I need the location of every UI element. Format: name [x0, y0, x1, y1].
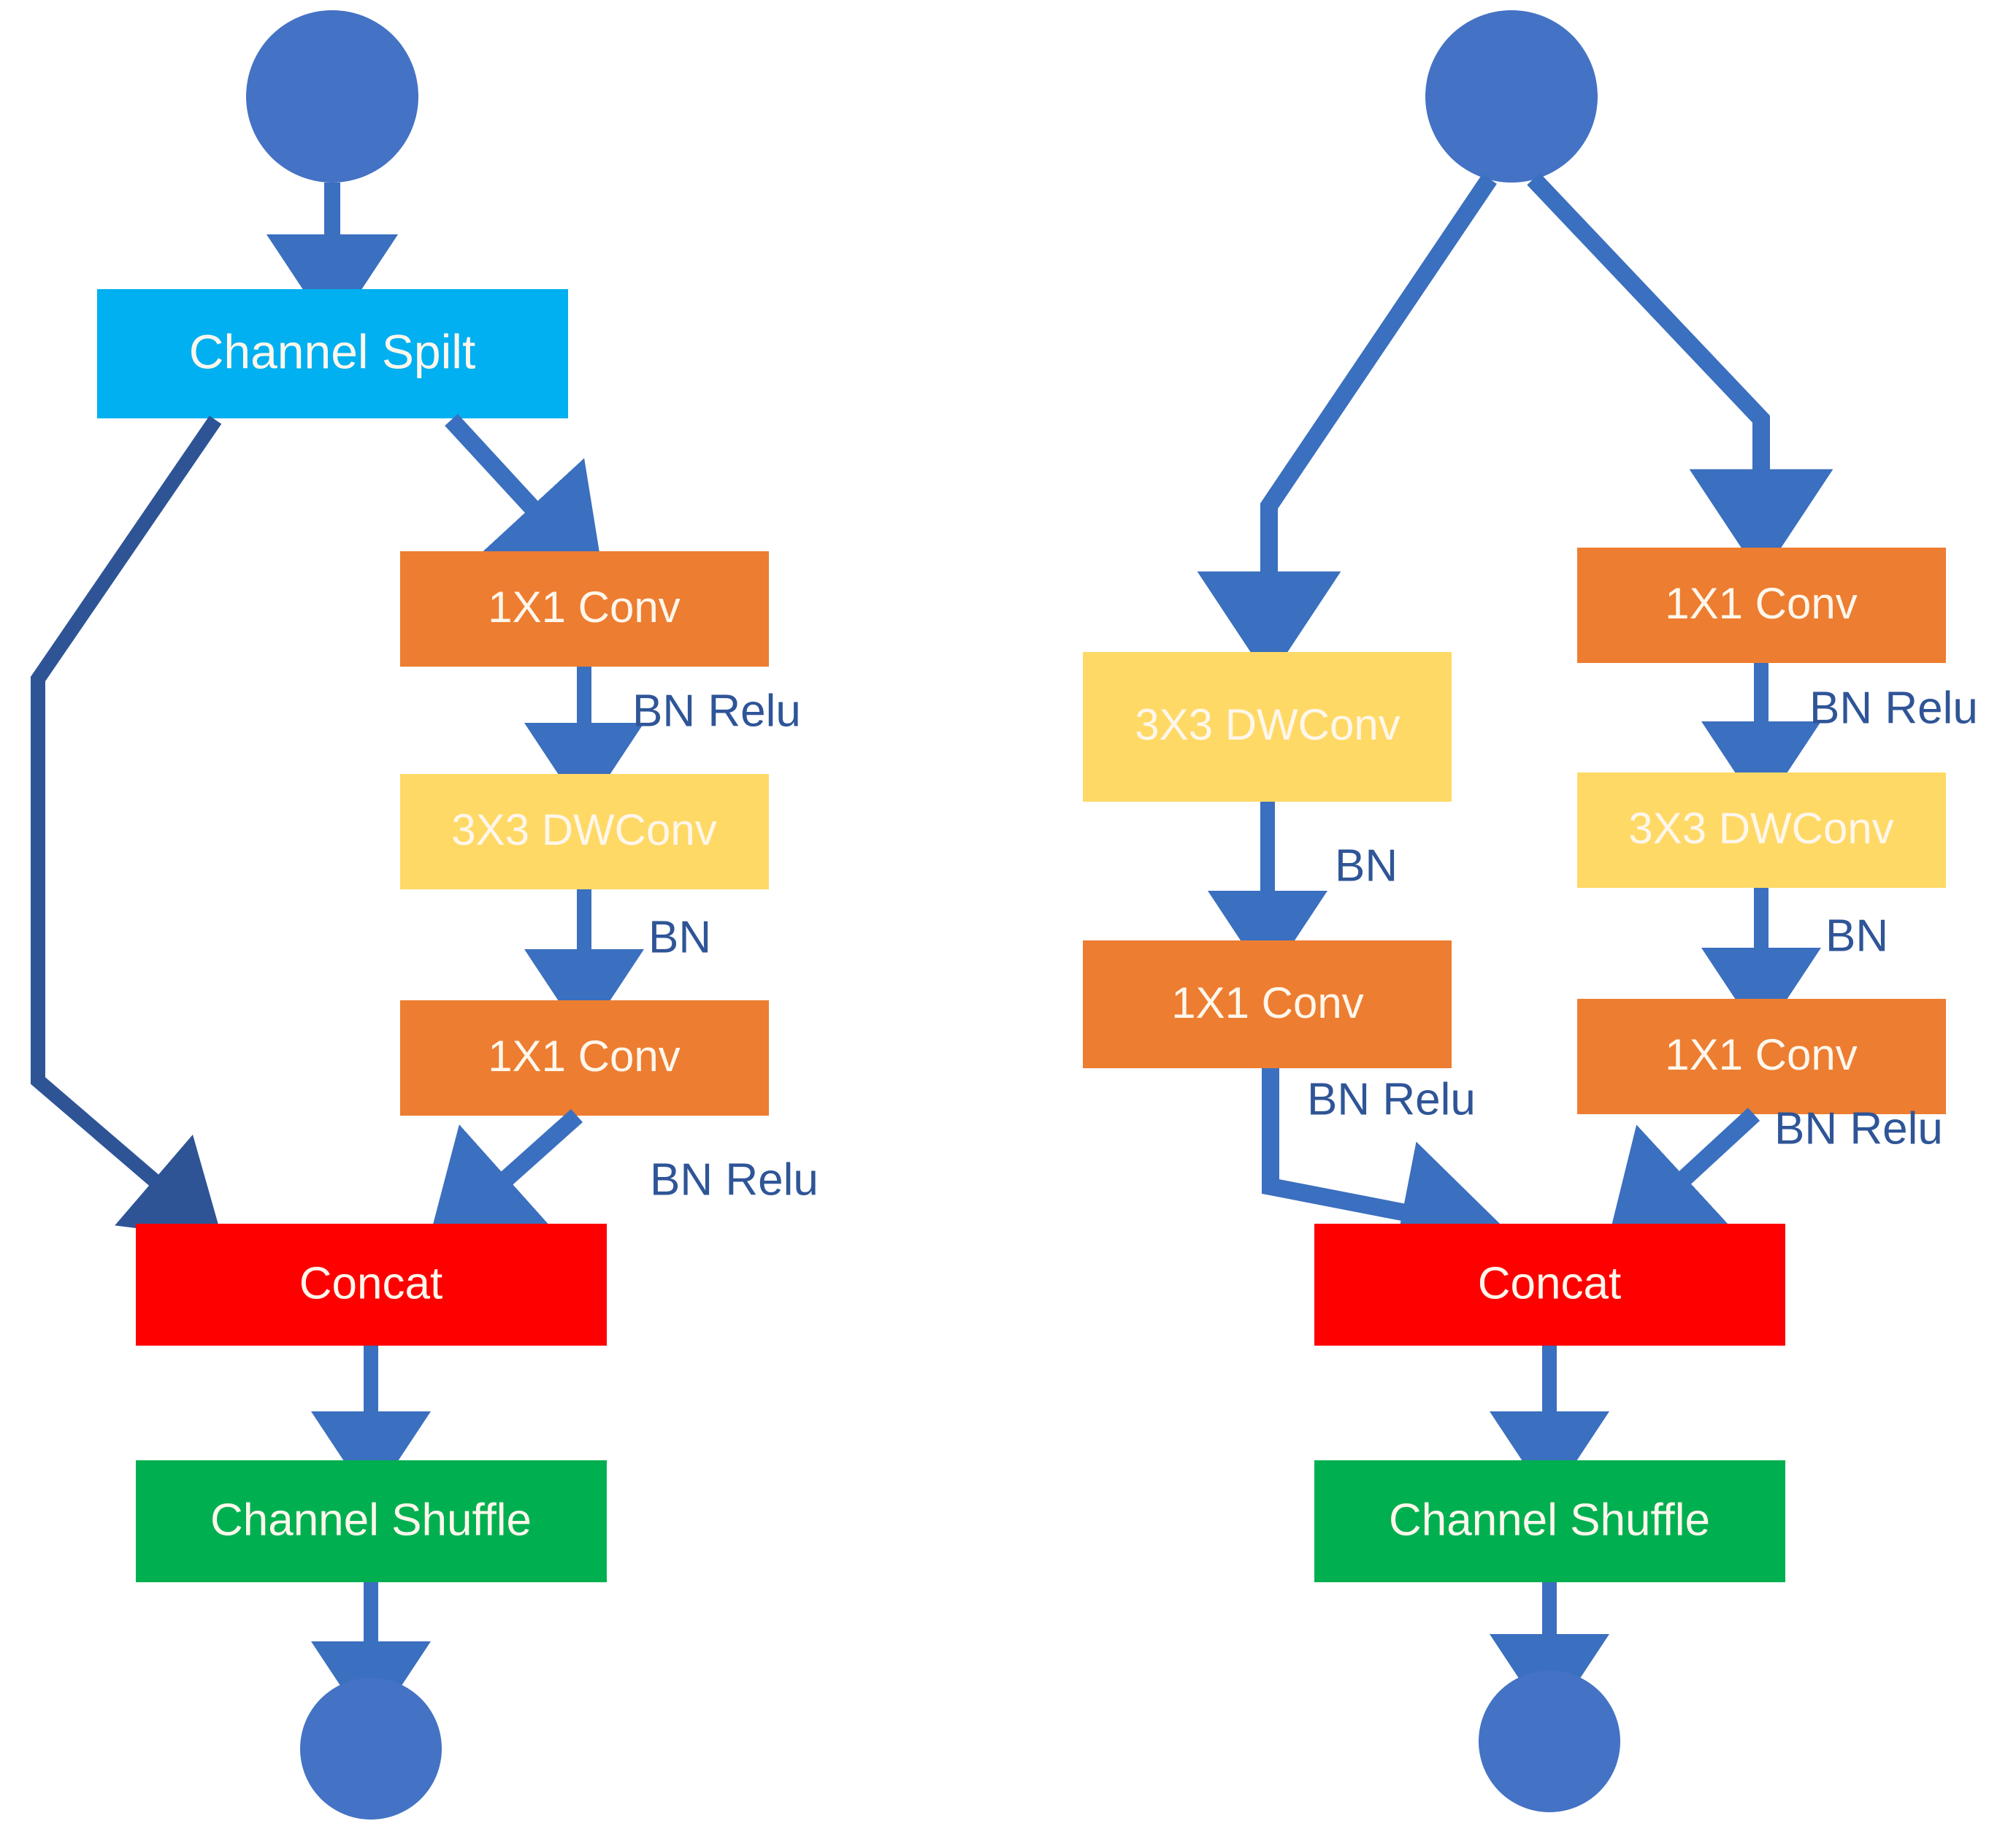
right-output-node-circle	[1479, 1671, 1620, 1812]
node-left-channel-split[interactable]	[97, 289, 568, 418]
node-left-conv1[interactable]	[400, 551, 769, 667]
right-edge-label-bn-right: BN	[1825, 910, 1888, 961]
left-edge-label-bn-relu-2: BN Relu	[650, 1154, 819, 1205]
right-edge-label-bn-relu-right-2: BN Relu	[1774, 1103, 1943, 1154]
node-right-rconv1[interactable]	[1577, 548, 1946, 663]
node-left-channel-shuffle[interactable]	[136, 1460, 607, 1582]
right-edge-label-bn-relu-left: BN Relu	[1307, 1074, 1476, 1124]
right-edge-input-to-rconv1	[1527, 172, 1833, 578]
left-edge-skip-split-to-concat	[31, 415, 223, 1239]
left-edge-conv2-to-concat	[426, 1109, 583, 1251]
node-right-channel-shuffle[interactable]	[1314, 1460, 1785, 1582]
left-edge-label-bn-relu-1: BN Relu	[632, 686, 801, 736]
node-right-lconv[interactable]	[1083, 940, 1452, 1068]
node-left-dwconv[interactable]	[400, 774, 769, 889]
node-right-rdwconv[interactable]	[1577, 772, 1946, 888]
left-input-node-circle	[246, 10, 418, 183]
node-left-concat[interactable]	[136, 1224, 607, 1346]
left-block-group: Channel Spilt 1X1 Conv BN Relu 3X3 DWCon…	[31, 10, 819, 1820]
node-right-rconv2[interactable]	[1577, 999, 1946, 1114]
node-right-concat[interactable]	[1314, 1224, 1785, 1346]
right-edge-label-bn-relu-right-1: BN Relu	[1809, 683, 1978, 733]
node-right-ldwconv[interactable]	[1083, 652, 1452, 802]
right-edge-rconv2-to-concat	[1605, 1108, 1760, 1251]
left-edge-label-bn-1: BN	[648, 912, 711, 962]
node-left-conv2[interactable]	[400, 1000, 769, 1116]
right-edge-input-to-ldw	[1197, 174, 1497, 680]
right-edge-label-bn-left: BN	[1335, 840, 1398, 891]
left-output-node-circle	[300, 1678, 442, 1820]
left-edge-split-to-conv1	[445, 413, 605, 587]
right-input-node-circle	[1425, 10, 1598, 183]
right-edge-lconv-to-concat	[1262, 1068, 1509, 1283]
right-block-group: 3X3 DWConv BN 1X1 Conv BN Relu 1X1 Conv …	[1083, 10, 1978, 1812]
